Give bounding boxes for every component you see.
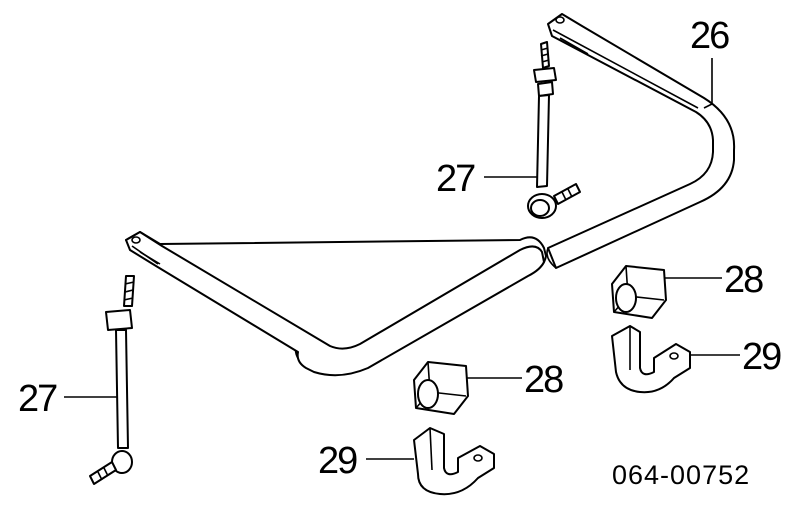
drawing-number: 064-00752 bbox=[612, 460, 750, 490]
callout-28-bushing-right: 28 bbox=[724, 259, 763, 301]
bushing-right bbox=[611, 265, 667, 319]
leader-lines bbox=[64, 58, 740, 460]
callout-26-stabilizer-bar: 26 bbox=[690, 15, 729, 57]
callout-27-link-front: 27 bbox=[18, 378, 57, 420]
bracket-center bbox=[413, 427, 495, 496]
stabilizer-bar bbox=[125, 13, 736, 377]
stabilizer-link-rear bbox=[527, 41, 581, 219]
stabilizer-link-front bbox=[89, 275, 135, 485]
callout-28-bushing-center: 28 bbox=[524, 359, 563, 401]
callout-29-bracket-center: 29 bbox=[318, 440, 357, 482]
bracket-right bbox=[611, 325, 691, 394]
callout-27-link-rear: 27 bbox=[436, 158, 475, 200]
callout-29-bracket-right: 29 bbox=[742, 336, 781, 378]
bushing-center bbox=[413, 361, 469, 415]
